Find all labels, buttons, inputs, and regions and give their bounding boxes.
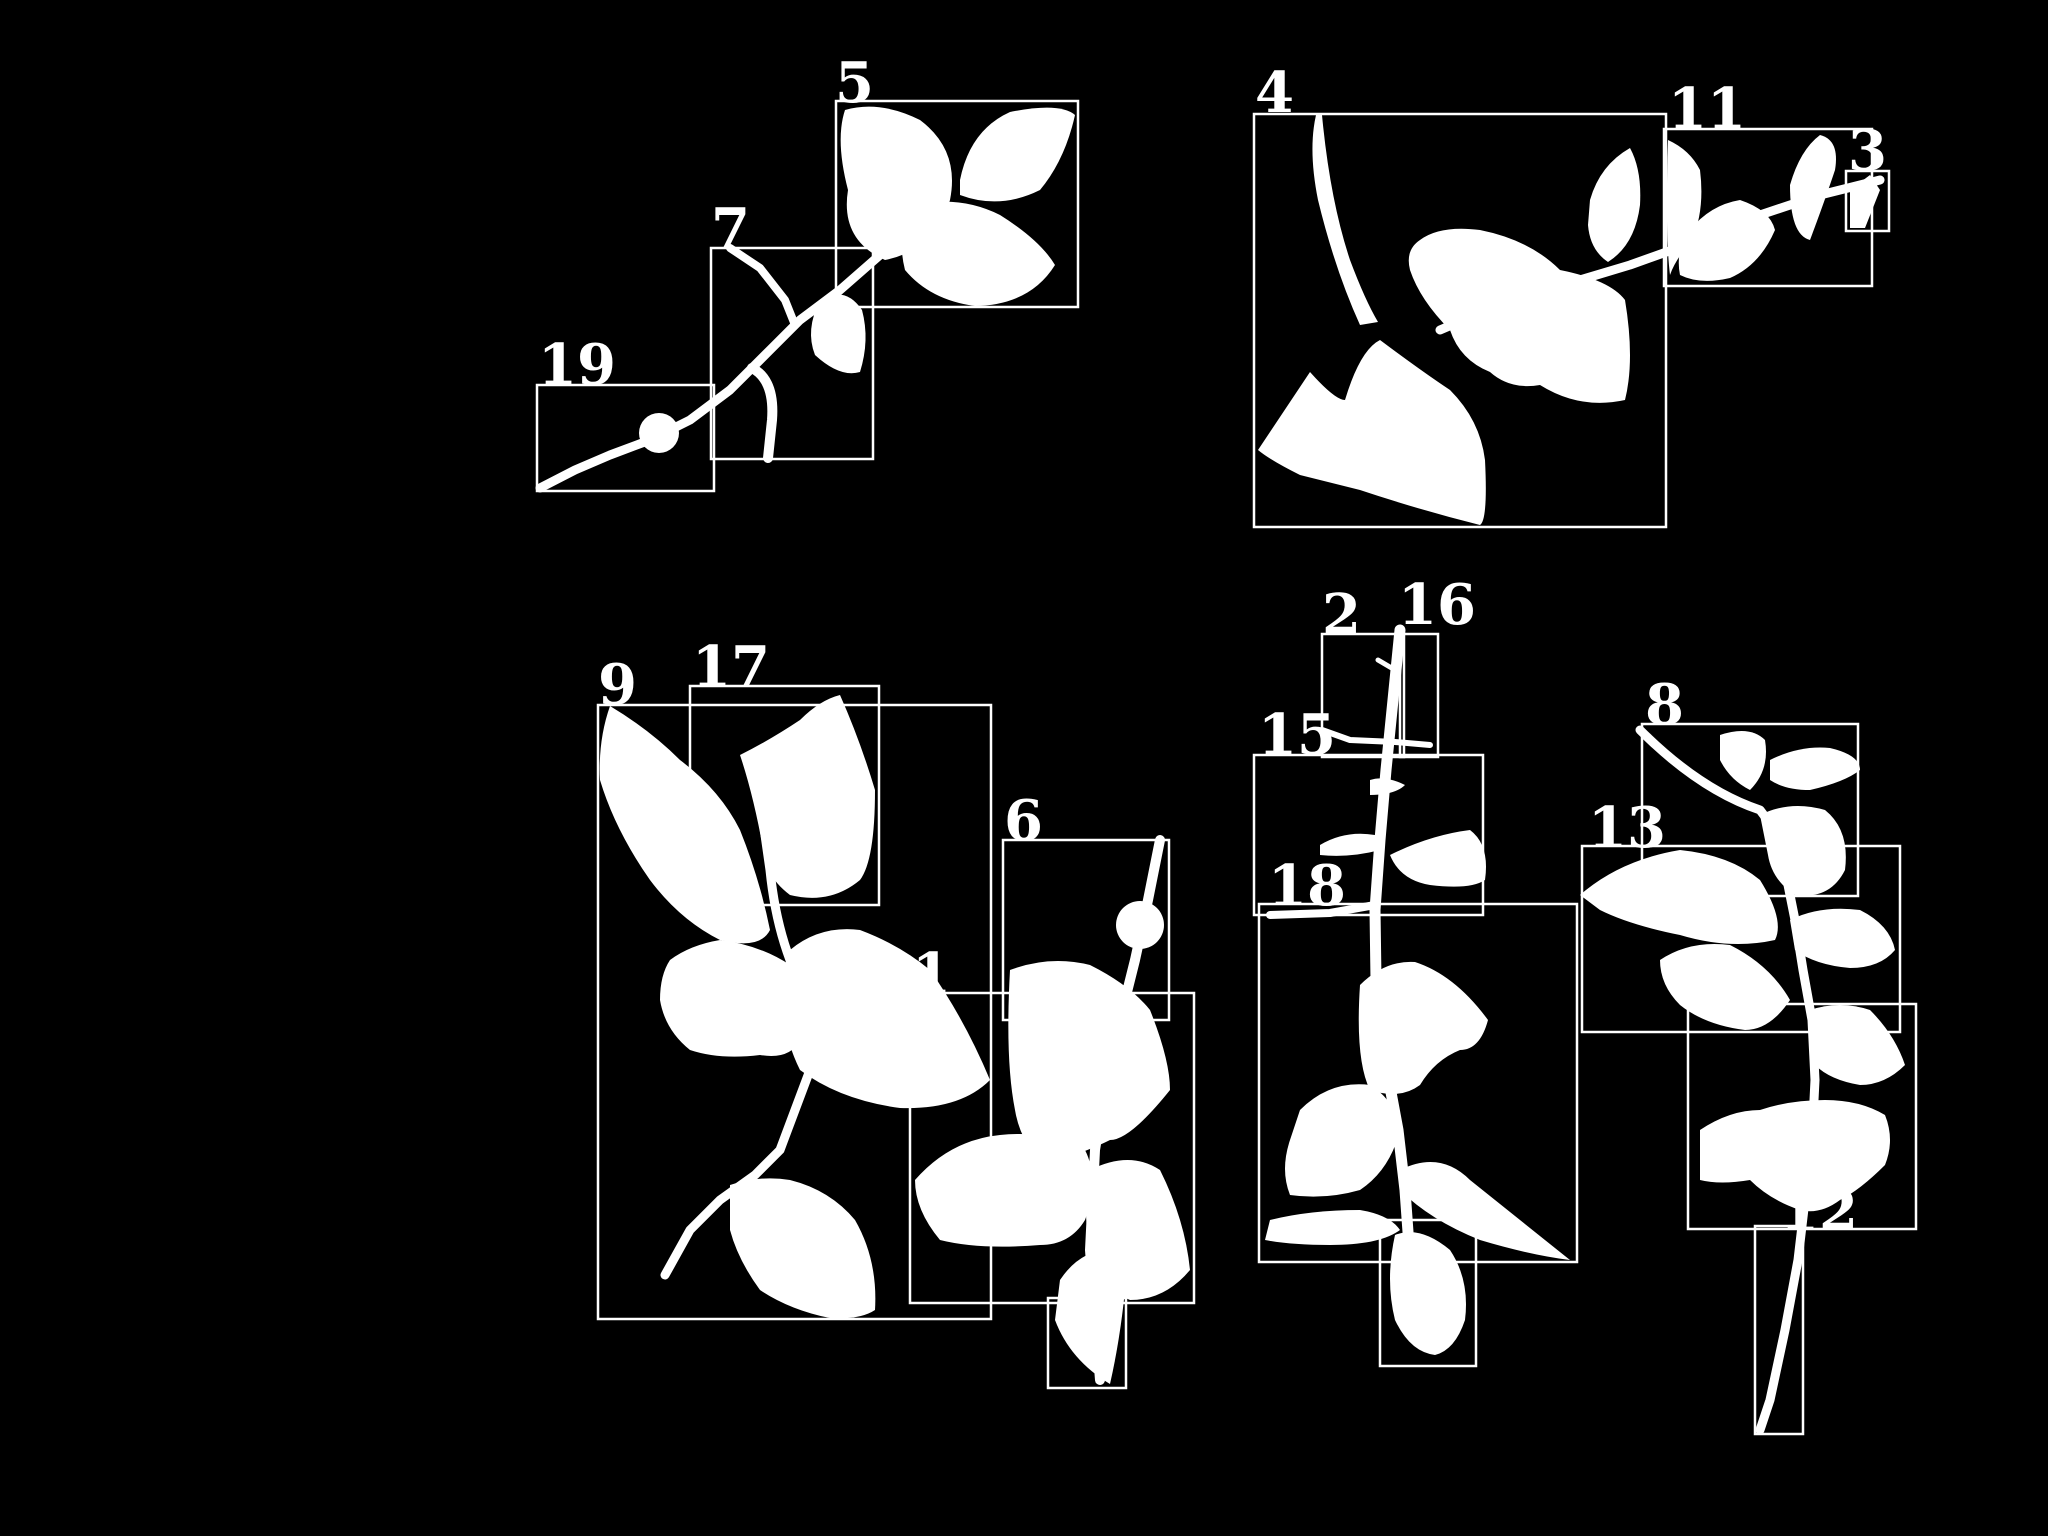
box-7: 5 bbox=[834, 50, 1080, 309]
svg-text:9: 9 bbox=[598, 652, 637, 718]
svg-text:4: 4 bbox=[1255, 60, 1294, 126]
box-5: 7 bbox=[709, 196, 875, 461]
box-16: 16 bbox=[1398, 572, 1476, 759]
svg-text:2: 2 bbox=[1322, 582, 1361, 648]
box-3: 3 bbox=[1844, 118, 1891, 233]
box-11: 11 bbox=[1662, 76, 1874, 288]
top-left-specimen bbox=[535, 106, 1075, 493]
box-17: 17 bbox=[688, 634, 881, 907]
box-1: 1 bbox=[908, 941, 1196, 1305]
svg-text:3: 3 bbox=[1848, 118, 1887, 184]
box-18: 18 bbox=[1257, 853, 1579, 1264]
box-9: 9 bbox=[596, 652, 993, 1321]
top-right-specimen bbox=[1258, 115, 1885, 525]
svg-text:5: 5 bbox=[835, 50, 874, 116]
box-12-sub bbox=[1753, 1224, 1805, 1436]
svg-text:13: 13 bbox=[1588, 795, 1666, 861]
svg-text:19: 19 bbox=[538, 332, 616, 398]
svg-text:16: 16 bbox=[1398, 572, 1476, 638]
svg-text:11: 11 bbox=[1668, 76, 1746, 142]
box-15: 15 bbox=[1252, 702, 1485, 917]
box-12: 12 bbox=[1686, 1002, 1918, 1244]
svg-text:7: 7 bbox=[711, 196, 750, 262]
bottom-right-specimen bbox=[1580, 725, 1905, 1435]
svg-text:17: 17 bbox=[692, 634, 770, 700]
svg-text:15: 15 bbox=[1258, 702, 1336, 768]
box-4: 4 bbox=[1252, 60, 1668, 529]
box-8: 8 bbox=[1640, 672, 1860, 898]
svg-text:8: 8 bbox=[1645, 672, 1684, 738]
svg-text:6: 6 bbox=[1004, 788, 1043, 854]
box-2: 2 bbox=[1320, 582, 1406, 759]
box-1-sub bbox=[1046, 1296, 1128, 1390]
svg-text:1: 1 bbox=[912, 941, 951, 1007]
box-6: 6 bbox=[1001, 788, 1171, 1022]
annotation-boxes: 5 7 19 4 11 3 9 17 bbox=[535, 50, 1918, 1436]
box-13: 13 bbox=[1580, 795, 1902, 1034]
svg-text:18: 18 bbox=[1268, 853, 1346, 919]
box-19: 19 bbox=[535, 332, 716, 493]
bottom-left-specimen bbox=[599, 695, 1190, 1385]
svg-text:12: 12 bbox=[1780, 1178, 1858, 1244]
box-18-sub bbox=[1378, 1218, 1478, 1368]
